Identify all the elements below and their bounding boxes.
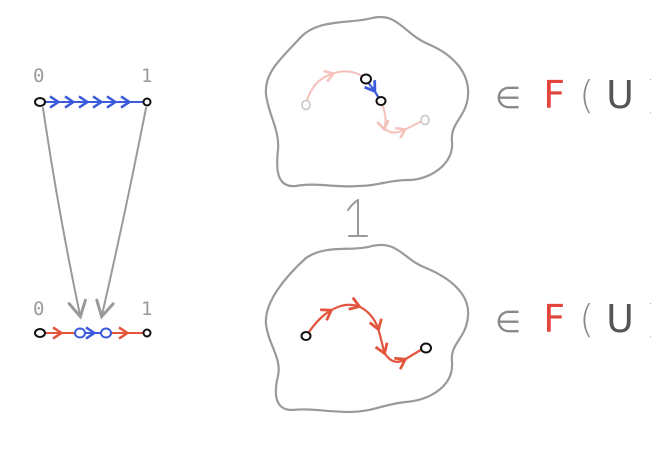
top-set-membership: ∈ F ( U ) bbox=[495, 73, 651, 117]
bottom-close-paren: ) bbox=[646, 297, 651, 341]
top-faint-path-start bbox=[305, 69, 363, 105]
bottom-path-start-point bbox=[300, 331, 312, 341]
top-close-paren: ) bbox=[646, 73, 651, 117]
bottom-open-paren: ( bbox=[579, 297, 594, 341]
top-faint-start-point bbox=[301, 99, 311, 111]
bottom-interval-end-point bbox=[142, 328, 152, 338]
bottom-functor-symbol: F bbox=[543, 297, 565, 341]
restriction-map bbox=[347, 199, 368, 237]
top-functor-symbol: F bbox=[543, 73, 565, 117]
top-space-outline bbox=[264, 15, 470, 188]
bottom-space bbox=[264, 243, 470, 414]
bottom-path-end-point bbox=[420, 342, 432, 354]
bottom-interval-start-point bbox=[34, 328, 46, 338]
bottom-interval-label-0: 0 bbox=[33, 298, 44, 320]
bottom-set-membership: ∈ F ( U ) bbox=[495, 297, 651, 341]
top-interval-end-point bbox=[142, 97, 152, 107]
bottom-red-full-path bbox=[306, 296, 425, 370]
bottom-space-outline bbox=[264, 243, 470, 414]
top-interval-label-1: 1 bbox=[141, 65, 152, 87]
map-arrow-right bbox=[95, 107, 147, 320]
top-blue-end-point bbox=[375, 96, 387, 106]
top-open-paren: ( bbox=[579, 73, 594, 117]
restriction-arrow-hook bbox=[347, 199, 359, 211]
top-argument-symbol: U bbox=[606, 73, 634, 117]
top-interval-label-0: 0 bbox=[33, 65, 44, 87]
interval-mapping-arrows bbox=[42, 107, 147, 320]
top-blue-start-point bbox=[360, 73, 372, 85]
map-arrow-left bbox=[42, 107, 87, 320]
bottom-blue-end-point bbox=[100, 327, 112, 339]
top-faint-end-point bbox=[420, 114, 430, 126]
top-faint-path-end bbox=[376, 103, 425, 139]
bottom-interval: 0 1 bbox=[33, 298, 152, 340]
top-interval-start-point bbox=[34, 97, 46, 107]
bottom-argument-symbol: U bbox=[606, 297, 634, 341]
bottom-element-of-symbol: ∈ bbox=[495, 305, 521, 340]
top-element-of-symbol: ∈ bbox=[495, 81, 521, 116]
bottom-interval-label-1: 1 bbox=[141, 298, 152, 320]
bottom-blue-start-point bbox=[74, 327, 86, 339]
top-interval: 0 1 bbox=[33, 65, 152, 109]
top-space bbox=[264, 15, 470, 188]
